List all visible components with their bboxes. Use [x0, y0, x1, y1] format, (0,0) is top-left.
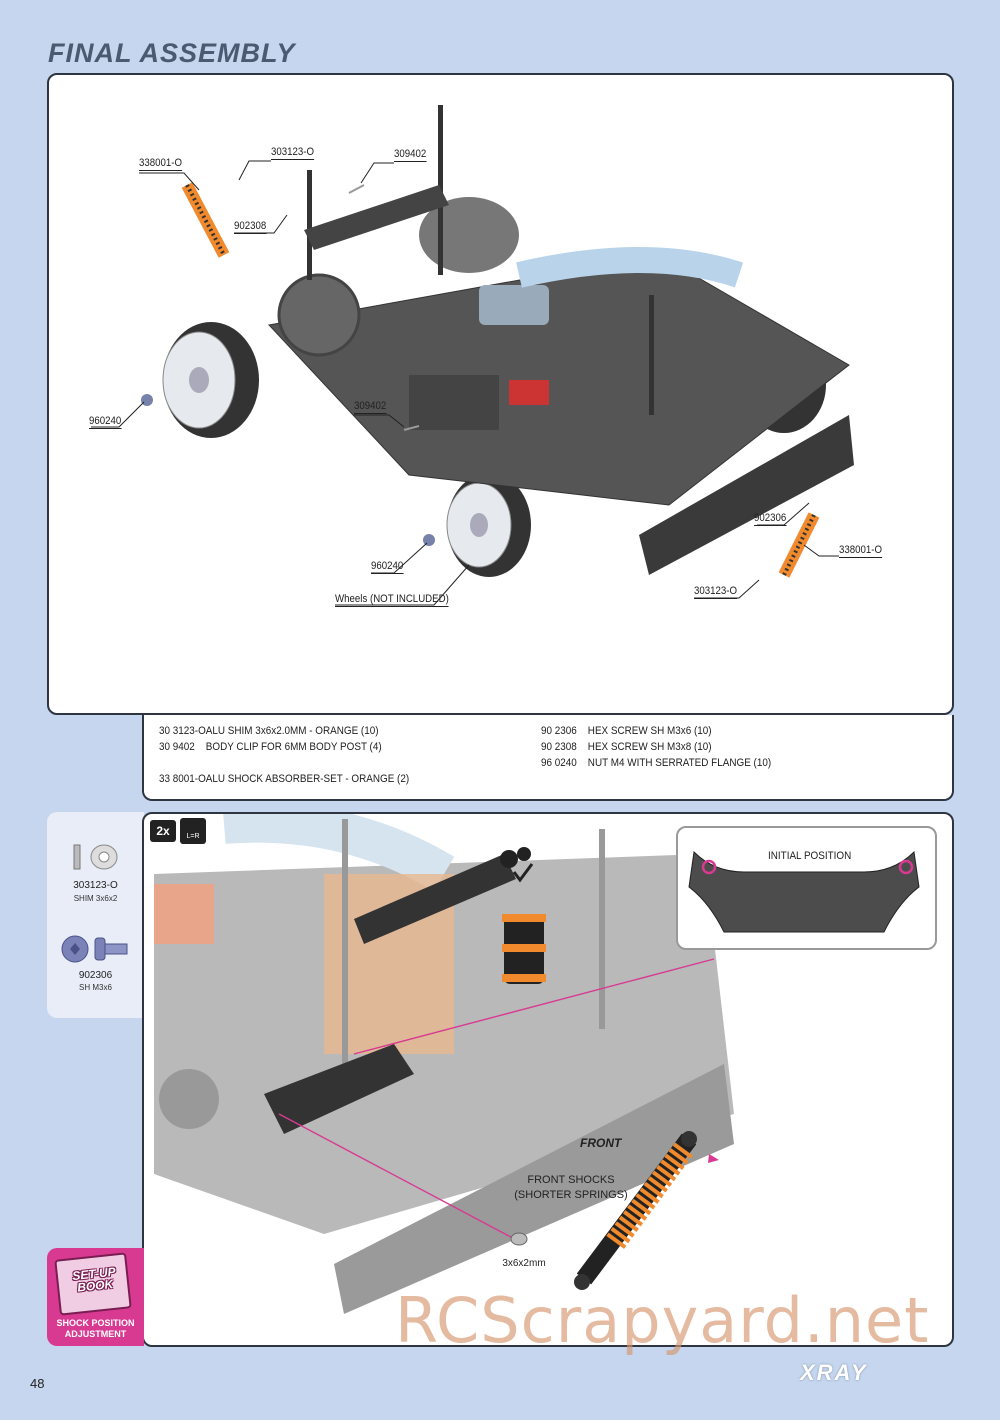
shim-icon [73, 844, 118, 870]
shim-size-label: 3x6x2mm [502, 1258, 546, 1269]
screw-desc: SH M3x6 [79, 983, 112, 992]
fuel-tank [479, 285, 549, 325]
mount-hole-marker [701, 859, 717, 875]
page-title: FINAL ASSEMBLY [48, 38, 296, 68]
rear-body-mount [304, 185, 449, 250]
rear-wheel [162, 322, 259, 438]
shim-code: 303123-O [73, 880, 118, 891]
setup-book-badge[interactable]: SET-UP BOOK SHOCK POSITION ADJUSTMENT [47, 1248, 144, 1346]
parts-bag-sidebar: 303123-O SHIM 3x6x2 902306 SH M3x6 [47, 812, 144, 1018]
callout-wheels: Wheels (NOT INCLUDED) [335, 593, 449, 607]
front-body-mount [354, 854, 516, 944]
nut [141, 394, 153, 406]
exhaust-faded [222, 802, 455, 892]
guide-arrow [708, 1154, 719, 1163]
mount-hole-marker [898, 859, 914, 875]
callout-338001-o-rear: 338001-O [139, 157, 183, 171]
guide-line-top [353, 958, 715, 1055]
callout-960240-front: 960240 [371, 560, 404, 574]
left-equals-right-badge: L=R [180, 818, 206, 844]
front-wheel [446, 473, 531, 577]
part-row: 30 3123-OALU SHIM 3x6x2.0MM - ORANGE (10… [159, 725, 379, 737]
exhaust-pipe [516, 247, 744, 288]
screw-code: 902306 [78, 970, 113, 981]
part-row: 33 8001-OALU SHOCK ABSORBER-SET - ORANGE… [159, 773, 410, 785]
mounted-shock [502, 914, 546, 984]
engine [419, 197, 519, 273]
receiver [509, 380, 549, 405]
initial-position-label: INITIAL POSITION [768, 850, 852, 862]
radio-box [409, 375, 499, 430]
shim-desc: SHIM 3x6x2 [73, 894, 118, 903]
front-shock [778, 512, 820, 578]
body-clip [348, 184, 365, 194]
callout-960240-rear: 960240 [89, 415, 122, 429]
quantity-badge: 2x [150, 820, 176, 842]
body-post-faded [342, 819, 348, 1069]
body-clip [403, 425, 420, 431]
body-post [307, 170, 312, 280]
exploded-view-panel: 338001-O 303123-O 309402 902308 960240 3… [47, 73, 954, 715]
callout-338001-o-front: 338001-O [839, 544, 883, 558]
spur-gear [277, 273, 361, 357]
watermark: RCScrapyard.net [395, 1284, 930, 1357]
page-number: 48 [30, 1376, 45, 1391]
adjust-tool-icon [500, 847, 534, 883]
callout-902306: 902306 [754, 512, 787, 526]
setup-book-icon: SET-UP BOOK [54, 1252, 132, 1316]
shim [510, 1232, 528, 1246]
callout-902308: 902308 [234, 220, 267, 234]
body-post-faded [599, 829, 605, 1029]
rear-shock [181, 182, 230, 258]
receiver-faded [154, 884, 214, 944]
callout-309402-mid: 309402 [354, 400, 387, 414]
brand-logo: XRAY [800, 1360, 868, 1385]
callout-309402-top: 309402 [394, 148, 427, 162]
setup-book-title: SET-UP BOOK [71, 1264, 117, 1295]
hub-faded [159, 1069, 219, 1129]
bumper-faded [334, 1064, 734, 1314]
step-detail-panel: 2x L=R INITIAL POSITION FRONT FRONT SHOC… [142, 802, 954, 1347]
parts-list: 30 3123-OALU SHIM 3x6x2.0MM - ORANGE (10… [142, 715, 954, 801]
chassis-exploded-illustration [91, 105, 854, 606]
callout-303123-o-rear: 303123-O [271, 146, 315, 160]
body-mount-plate-diagram [688, 850, 920, 933]
screw-icon [61, 935, 128, 963]
lower-arm [264, 1044, 414, 1134]
guide-line-bottom [278, 1113, 525, 1245]
front-shock-install-illustration [154, 802, 734, 1314]
callout-303123-o-front: 303123-O [694, 585, 738, 599]
new-front-shock [574, 1131, 697, 1290]
shorter-springs-label: (SHORTER SPRINGS) [514, 1189, 628, 1201]
front-shocks-label: FRONT SHOCKS [527, 1174, 615, 1186]
setup-caption: SHOCK POSITION ADJUSTMENT [56, 1318, 135, 1339]
front-bumper [639, 415, 854, 575]
front-label: FRONT [580, 1136, 622, 1150]
nut [423, 534, 435, 546]
initial-position-box: INITIAL POSITION [676, 826, 937, 950]
body-post [649, 295, 654, 415]
